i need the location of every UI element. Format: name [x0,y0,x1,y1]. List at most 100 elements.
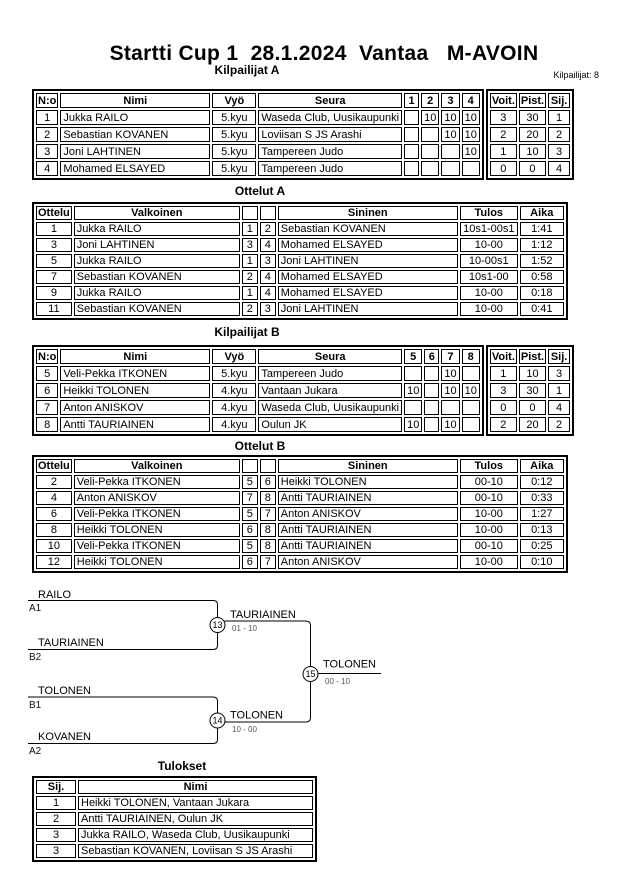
col-score-6: 6 [424,349,440,364]
cell-score [404,144,420,159]
cell-time: 0:41 [519,302,564,316]
cell-wins: 3 [489,383,517,398]
cell-white: Veli-Pekka ITKONEN [73,475,240,489]
cell-time: 1:52 [519,254,564,268]
competitors-b-table: N:o Nimi Vyö Seura 5 6 7 8 5 Veli-Pekka … [32,345,484,436]
bracket-seed-name: KOVANEN [38,731,91,743]
match-number: 13 [212,620,222,630]
competitors-b-standings-table: Voit. Pist. Sij. 1 10 3 3 30 1 0 0 4 2 2 [485,345,575,436]
cell-no: 4 [36,161,59,176]
cell-place: 4 [548,161,571,176]
match-row: 9 Jukka RAILO 1 4 Mohamed ELSAYED 10-00 … [36,286,564,300]
cell-time: 1:27 [519,507,564,521]
bracket-score: 00 - 10 [325,677,350,686]
cell-no: 5 [36,366,59,381]
cell-wins: 0 [489,161,517,176]
cell-white: Jukka RAILO [73,254,240,268]
col-result: Tulos [459,459,518,473]
cell-name: Heikki TOLONEN [60,383,211,398]
cell-belt: 5.kyu [212,366,257,381]
cell-blue: Antti TAURIAINEN [277,491,458,505]
standings-row: 3 30 1 [489,110,571,125]
cell-match-no: 10 [36,539,72,553]
cell-score: 10 [404,417,423,432]
cell-result: 10-00 [459,302,518,316]
cell-place: 3 [36,828,76,842]
bracket-seed-label: B2 [29,652,42,663]
cell-white: Heikki TOLONEN [73,523,240,537]
col-wins: Voit. [489,349,517,364]
competitors-a-table: N:o Nimi Vyö Seura 1 2 3 4 1 Jukka RAILO… [32,89,484,180]
cell-score [424,366,440,381]
cell-white: Anton ANISKOV [73,491,240,505]
cell-place: 1 [548,383,571,398]
cell-points: 10 [518,366,547,381]
cell-place: 3 [548,366,571,381]
match-row: 6 Veli-Pekka ITKONEN 5 7 Anton ANISKOV 1… [36,507,564,521]
cell-white: Heikki TOLONEN [73,555,240,569]
competitor-count-label: Kilpailijat: 8 [553,70,599,80]
col-white-no [241,459,258,473]
cell-name: Veli-Pekka ITKONEN [60,366,211,381]
bracket-champion-name: TOLONEN [323,659,376,671]
cell-score [461,417,480,432]
competitor-row: 5 Veli-Pekka ITKONEN 5.kyu Tampereen Jud… [36,366,480,381]
cell-belt: 5.kyu [212,127,257,142]
cell-blue-no: 8 [259,491,276,505]
cell-score [404,400,423,415]
cell-belt: 4.kyu [212,400,257,415]
cell-blue: Anton ANISKOV [277,555,458,569]
cell-score [404,366,423,381]
result-row: 3 Jukka RAILO, Waseda Club, Uusikaupunki [36,828,313,842]
cell-wins: 1 [489,144,517,159]
cell-place: 1 [548,110,571,125]
competitor-row: 3 Joni LAHTINEN 5.kyu Tampereen Judo 10 [36,144,480,159]
cell-white-no: 1 [241,222,258,236]
cell-no: 8 [36,417,59,432]
standings-row: 3 30 1 [489,383,571,398]
match-row: 8 Heikki TOLONEN 6 8 Antti TAURIAINEN 10… [36,523,564,537]
match-number-circle [209,617,226,633]
cell-white-no: 3 [241,238,258,252]
cell-name: Mohamed ELSAYED [60,161,211,176]
cell-score: 10 [441,127,460,142]
col-white: Valkoinen [73,206,240,220]
cell-score [461,400,480,415]
cell-white: Jukka RAILO [73,222,240,236]
cell-blue-no: 4 [259,238,276,252]
col-points: Pist. [518,349,547,364]
cell-blue-no: 8 [259,539,276,553]
cell-white-no: 5 [241,507,258,521]
cell-blue: Mohamed ELSAYED [277,238,458,252]
match-row: 3 Joni LAHTINEN 3 4 Mohamed ELSAYED 10-0… [36,238,564,252]
cell-score: 10 [461,383,480,398]
cell-time: 1:12 [519,238,564,252]
section-title-matches-b: Ottelut B [234,439,286,453]
cell-place: 1 [36,796,76,810]
cell-blue-no: 3 [259,254,276,268]
match-row: 5 Jukka RAILO 1 3 Joni LAHTINEN 10-00s1 … [36,254,564,268]
cell-match-no: 12 [36,555,72,569]
match-row: 2 Veli-Pekka ITKONEN 5 6 Heikki TOLONEN … [36,475,564,489]
result-row: 1 Heikki TOLONEN, Vantaan Jukara [36,796,313,810]
cell-points: 30 [518,383,547,398]
cell-score [441,400,460,415]
cell-score [421,161,440,176]
col-score-5: 5 [404,349,423,364]
cell-score: 10 [461,127,480,142]
cell-white-no: 2 [241,302,258,316]
header-row: Sij. Nimi [36,780,313,794]
cell-place: 2 [548,417,571,432]
cell-points: 0 [518,400,547,415]
result-row: 3 Sebastian KOVANEN, Loviisan S JS Arash… [36,844,313,858]
cell-no: 7 [36,400,59,415]
col-place: Sij. [548,349,571,364]
standings-row: 0 0 4 [489,400,571,415]
col-match-no: Ottelu [36,459,72,473]
cell-score: 10 [404,383,423,398]
section-title-results: Tulokset [157,759,207,773]
cell-score [421,127,440,142]
cell-score: 10 [441,110,460,125]
match-number: 15 [305,669,315,679]
cell-points: 30 [518,110,547,125]
